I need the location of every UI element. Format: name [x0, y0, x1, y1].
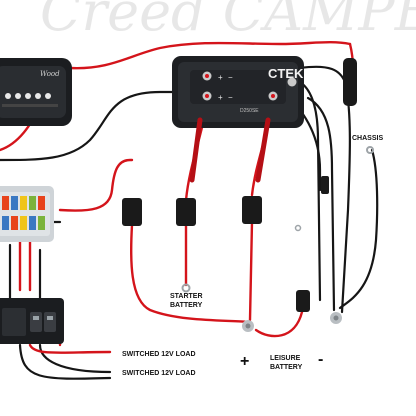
leisure-label-line1: LEISURE — [270, 355, 301, 362]
sense-lug — [294, 224, 302, 232]
svg-text:+: + — [218, 73, 223, 82]
negative-wire-leisure-2 — [306, 96, 336, 312]
ctek-terminals — [202, 71, 297, 101]
chassis-wire — [338, 148, 379, 310]
ctek-terminal-symbols: + − + − — [218, 73, 233, 102]
chassis-lug — [366, 146, 374, 154]
plus-symbol: + — [240, 353, 249, 370]
inline-fuse-1 — [122, 198, 142, 226]
load-label-1: SWITCHED 12V LOAD — [122, 351, 196, 358]
inline-fuse-4 — [296, 290, 310, 312]
starter-battery-lug — [181, 283, 191, 293]
sense-connector — [321, 176, 329, 194]
battery-terminals — [181, 146, 374, 332]
starter-label-line2: BATTERY — [170, 302, 203, 309]
watermark-logo: Creed CAMPERS — [40, 0, 416, 43]
diagram-labels: CHASSIS STARTER BATTERY LEISURE BATTERY … — [122, 135, 383, 377]
charger-indicators — [5, 93, 51, 99]
switch-panel — [0, 298, 64, 344]
minus-symbol: - — [318, 351, 323, 368]
svg-text:−: − — [228, 93, 233, 102]
charger-brand: Wood — [40, 70, 60, 78]
load-wire-2-negative-b — [18, 343, 112, 380]
inline-fuse-5 — [343, 58, 357, 106]
leisure-label-line2: BATTERY — [270, 364, 303, 371]
load-wire-2-negative — [38, 343, 112, 374]
inline-fuse-3 — [242, 196, 262, 224]
inline-fuse-2 — [176, 198, 196, 226]
fuse-box — [0, 186, 54, 242]
svg-text:−: − — [228, 73, 233, 82]
load-label-2: SWITCHED 12V LOAD — [122, 370, 196, 377]
positive-wire-fusebox — [58, 158, 134, 212]
svg-text:+: + — [218, 93, 223, 102]
positive-wire-leisure-fuse — [254, 310, 304, 338]
load-wire-1-positive — [28, 343, 112, 354]
positive-wire-mid — [129, 223, 250, 324]
wire-sleeves — [189, 117, 271, 183]
fuse-slots — [2, 196, 45, 230]
charger-unit: Wood — [0, 58, 72, 126]
chassis-label: CHASSIS — [352, 135, 383, 142]
ctek-d250se-unit: CTEK D250SE + − + − — [172, 56, 304, 128]
starter-label-line1: STARTER — [170, 293, 203, 300]
ctek-model: D250SE — [240, 108, 259, 114]
negative-wire-charger-loop — [0, 90, 178, 162]
positive-wire-leisure — [248, 220, 254, 322]
sense-wire — [298, 108, 322, 192]
inline-fuses — [122, 58, 357, 312]
watermark-text: Creed CAMPERS — [40, 0, 416, 43]
ctek-brand: CTEK — [268, 66, 304, 81]
positive-wire-top — [68, 41, 352, 70]
